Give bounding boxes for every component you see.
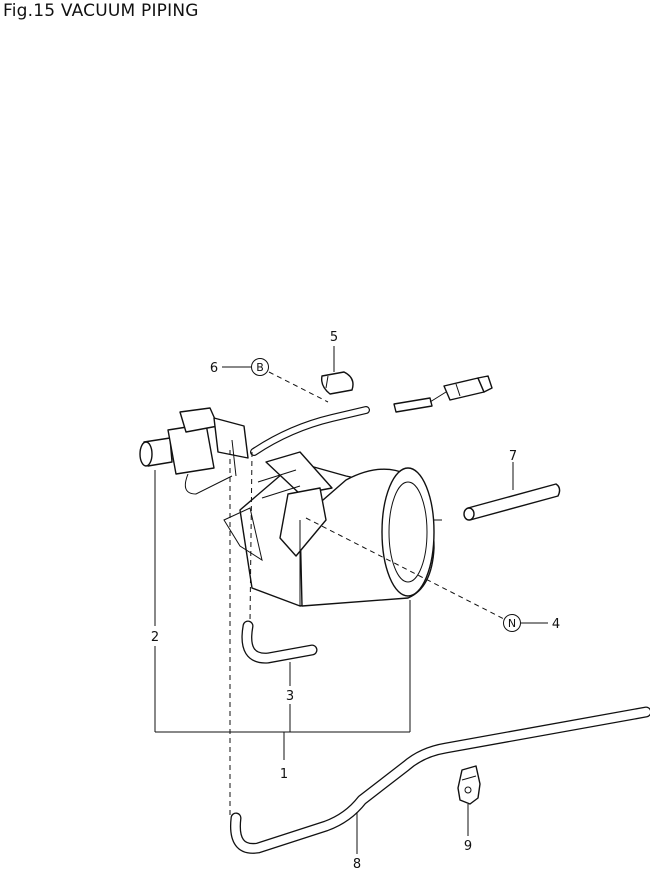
callout-9: 9 [464,839,472,854]
hose-part-3 [241,620,318,664]
callout-1: 1 [280,767,288,782]
figure-title: Fig.15 VACUUM PIPING [3,1,199,21]
dashed-line-hose-3 [249,451,253,623]
dashed-line-b [268,371,329,403]
callout-3: 3 [286,689,294,704]
symbol-b: B [251,358,269,376]
clamp-part-5 [320,371,354,395]
dashed-line-n [305,517,507,621]
callout-8: 8 [353,857,361,872]
svg-text:B: B [256,361,264,374]
clip-part-9 [457,765,481,805]
symbol-n: N [503,614,521,632]
hose-part-7 [463,483,561,521]
callout-4: 4 [552,617,560,632]
svg-text:N: N [508,617,516,630]
hose-part-8 [229,706,650,854]
leader-lines [154,346,548,854]
callout-2: 2 [151,630,159,645]
upper-hose [250,406,370,456]
callout-7: 7 [509,449,517,464]
vacuum-unit [223,451,442,607]
electrical-connector [393,375,493,413]
solenoid-valve [139,407,249,495]
callout-6: 6 [210,361,218,376]
callout-5: 5 [330,330,338,345]
